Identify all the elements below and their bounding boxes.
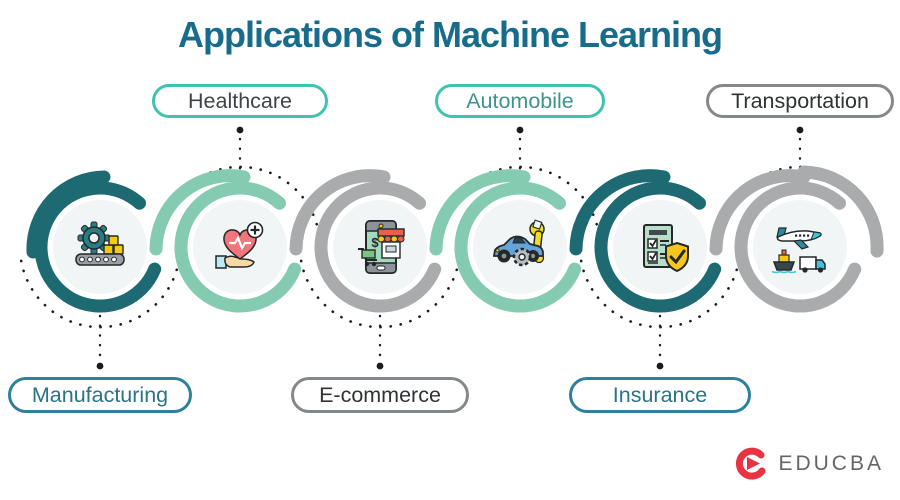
rings (34, 181, 862, 313)
educba-logo-icon (736, 447, 766, 480)
label-pill-manufacturing: Manufacturing (8, 377, 192, 413)
educba-logo: EDUCBA (733, 444, 884, 484)
svg-text:$: $ (371, 235, 379, 250)
educba-logo-text: EDUCBA (778, 452, 884, 475)
label-pill-transportation: Transportation (706, 84, 894, 118)
transportation-icon (771, 227, 826, 274)
label-pill-insurance: Insurance (569, 377, 751, 413)
insurance-icon (643, 224, 689, 273)
manufacturing-icon (75, 221, 125, 266)
page-title: Applications of Machine Learning (177, 14, 723, 55)
automobile-icon (492, 219, 545, 267)
label-pill-automobile: Automobile (435, 84, 605, 118)
label-pill-ecommerce: E-commerce (291, 377, 469, 413)
label-pill-healthcare: Healthcare (152, 84, 328, 118)
ecommerce-icon: $ (358, 220, 405, 274)
dotted-connectors (96, 126, 804, 370)
healthcare-icon (215, 221, 264, 269)
ring-tails (26, 165, 884, 259)
